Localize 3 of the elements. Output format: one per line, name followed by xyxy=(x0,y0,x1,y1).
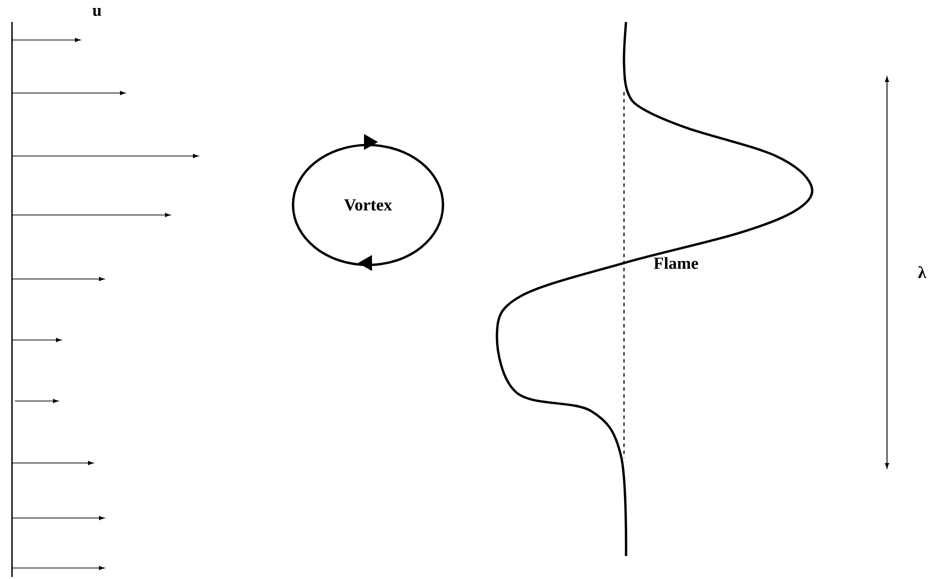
text-label: λ xyxy=(918,266,926,278)
text-label: Flame xyxy=(654,257,698,269)
text-label: u xyxy=(92,8,102,16)
